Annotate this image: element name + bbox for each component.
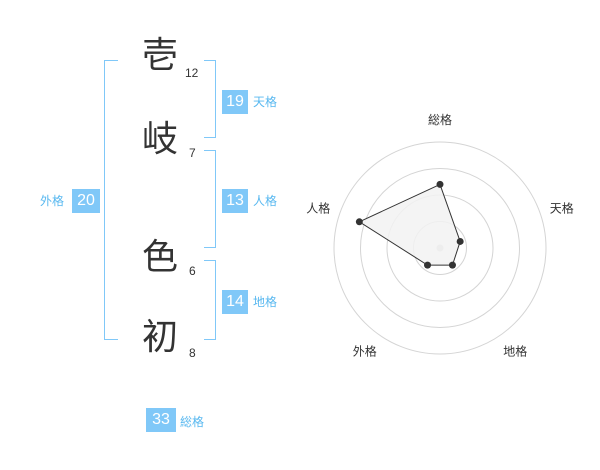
chikaku-bracket [204,260,216,340]
radar-polygon [358,183,461,266]
chikaku-label: 地格 [253,295,278,309]
radar-ring-4 [333,141,547,355]
radar-axis-label-1: 総格 [428,112,452,127]
gaikaku-bracket [104,60,118,340]
radar-axis-label-4: 外格 [353,344,377,359]
stroke-count-4: 8 [189,346,196,360]
gaikaku-label: 外格 [40,194,65,208]
radar-point-3 [448,261,456,269]
stroke-count-2: 7 [189,146,196,160]
gaikaku-value-badge: 20 [72,189,100,213]
chikaku-value-badge: 14 [222,290,248,314]
name-char-1: 壱 [141,35,178,76]
radar-ring-3 [360,168,520,328]
soukaku-label: 総格 [180,415,205,429]
jinkaku-bracket [204,150,216,248]
tenkaku-value-badge: 19 [222,90,248,114]
name-char-3: 色 [141,237,178,278]
jinkaku-value-badge: 13 [222,189,248,213]
radar-point-1 [436,180,444,188]
radar-point-5 [355,218,363,226]
name-char-4: 初 [141,317,178,358]
name-char-2: 岐 [141,119,178,160]
jinkaku-label: 人格 [253,194,278,208]
tenkaku-label: 天格 [253,95,278,109]
soukaku-value-badge: 33 [146,408,176,432]
stroke-count-1: 12 [185,66,199,80]
radar-axis-label-5: 人格 [306,200,330,215]
radar-point-4 [424,261,432,269]
radar-axis-label-2: 天格 [550,200,574,215]
stroke-count-3: 6 [189,264,196,278]
radar-point-2 [456,237,464,245]
radar-axis-label-3: 地格 [503,344,527,359]
tenkaku-bracket [204,60,216,138]
